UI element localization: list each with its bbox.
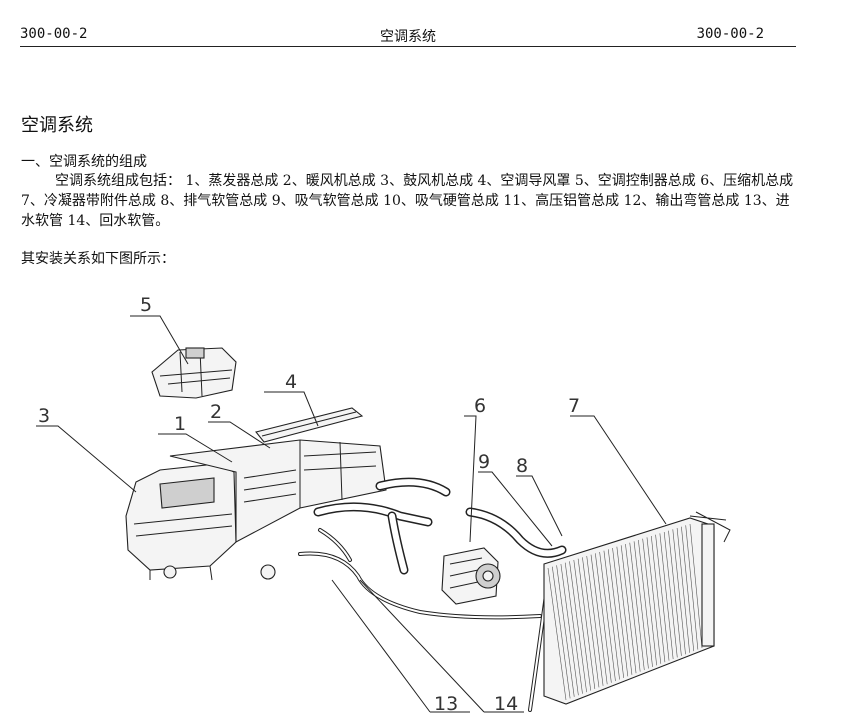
condenser-fin — [586, 555, 604, 686]
callout-14: 14 — [494, 693, 518, 715]
condenser-fin — [547, 567, 567, 701]
callout-13: 13 — [434, 693, 458, 715]
condenser-fin — [603, 550, 620, 680]
callout-9: 9 — [478, 451, 490, 473]
condenser-fin — [556, 565, 575, 697]
condenser-fin — [616, 546, 633, 675]
condenser-fin — [577, 558, 596, 690]
doc-code-left: 300-00-2 — [20, 26, 88, 42]
condenser-fin — [629, 542, 645, 671]
installation-diagram: 5 4 3 1 2 6 7 9 8 13 14 — [36, 294, 731, 715]
condenser-fin — [595, 553, 612, 683]
hvac-assembly-part — [125, 439, 387, 581]
doc-code-right: 300-00-2 — [696, 26, 764, 42]
condenser-fin — [564, 562, 583, 694]
condenser-fin — [633, 541, 649, 669]
install-caption: 其安装关系如下图所示： — [21, 251, 175, 267]
condenser-fin — [650, 535, 666, 663]
condenser-fin — [625, 543, 641, 672]
callout-4: 4 — [285, 371, 297, 393]
condenser-fin — [569, 561, 587, 693]
condenser-fin — [560, 563, 579, 696]
condenser-part — [543, 511, 731, 705]
compressor-part — [441, 547, 501, 605]
section-heading: 一、空调系统的组成 — [21, 154, 147, 170]
condenser-fin — [552, 566, 571, 699]
condenser-fin — [590, 554, 608, 685]
air-duct-part — [255, 407, 364, 443]
composition-paragraph: 空调系统组成包括： 1、蒸发器总成 2、暖风机总成 3、鼓风机总成 4、空调导风… — [21, 173, 794, 229]
condenser-fin — [642, 538, 657, 666]
condenser-fin — [676, 527, 690, 653]
page-header: 300-00-2 空调系统 300-00-2 — [20, 24, 796, 47]
condenser-fin — [599, 551, 616, 682]
callout-7: 7 — [568, 395, 580, 417]
condenser-fin — [663, 531, 678, 658]
condenser-fin — [582, 557, 600, 688]
callout-1: 1 — [174, 413, 186, 435]
hose-lines — [298, 477, 567, 712]
callout-2: 2 — [210, 401, 222, 423]
callout-6: 6 — [474, 395, 486, 417]
leader-lines — [36, 315, 667, 713]
condenser-fin — [646, 537, 662, 664]
condenser-fin — [612, 547, 629, 677]
condenser-fin — [681, 526, 695, 652]
page-title: 空调系统 — [21, 115, 93, 136]
callout-5: 5 — [140, 294, 152, 316]
condenser-fin — [620, 545, 637, 674]
condenser-fin — [689, 523, 703, 649]
ac-controller-part — [151, 347, 237, 399]
condenser-fin — [659, 533, 674, 660]
callout-8: 8 — [516, 455, 528, 477]
condenser-fin — [655, 534, 670, 661]
condenser-fin — [573, 559, 592, 691]
condenser-fin — [672, 529, 686, 655]
callout-3: 3 — [38, 405, 50, 427]
condenser-fin — [607, 549, 624, 678]
condenser-fin — [638, 539, 653, 667]
condenser-fin — [668, 530, 682, 656]
header-title: 空调系统 — [380, 29, 436, 45]
condenser-fin — [685, 525, 699, 650]
